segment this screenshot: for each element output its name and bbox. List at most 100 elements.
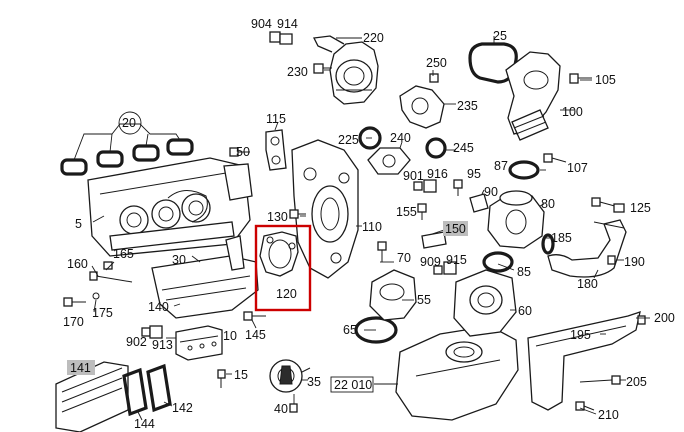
callout-250[interactable]: 250 — [426, 56, 447, 70]
part-30-tube — [225, 235, 245, 271]
part-80-air-housing — [487, 190, 545, 249]
part-110-housing — [291, 139, 359, 279]
part-95-bolt — [453, 179, 463, 196]
callout-195[interactable]: 195 — [570, 328, 591, 342]
callout-913[interactable]: 913 — [152, 338, 173, 352]
callout-185[interactable]: 185 — [551, 231, 572, 245]
callout-60[interactable]: 60 — [518, 304, 532, 318]
highlight-frame-120[interactable] — [254, 224, 312, 312]
part-142-gasket — [146, 363, 172, 413]
callout-120[interactable]: 120 — [276, 287, 297, 301]
callout-87[interactable]: 87 — [494, 159, 508, 173]
callout-70[interactable]: 70 — [397, 251, 411, 265]
part-55-throttle-body — [369, 269, 417, 321]
callout-909[interactable]: 909 — [420, 255, 441, 269]
part-165-bolt — [103, 261, 113, 270]
callout-225[interactable]: 225 — [338, 133, 359, 147]
callout-155[interactable]: 155 — [396, 205, 417, 219]
part-170-bolt — [63, 297, 86, 307]
callout-170[interactable]: 170 — [63, 315, 84, 329]
callout-100[interactable]: 100 — [562, 105, 583, 119]
part-914-connector — [269, 31, 293, 45]
part-125-sensor — [591, 197, 625, 213]
part-100-intake-elbow — [505, 51, 561, 141]
callout-230[interactable]: 230 — [287, 65, 308, 79]
callout-65[interactable]: 65 — [343, 323, 357, 337]
callout-10[interactable]: 10 — [223, 329, 237, 343]
callout-25[interactable]: 25 — [493, 29, 507, 43]
callout-915[interactable]: 915 — [446, 253, 467, 267]
callout-180[interactable]: 180 — [577, 277, 598, 291]
callout-144[interactable]: 144 — [134, 417, 155, 431]
part-144-gasket — [122, 367, 148, 417]
part-190-bolt — [607, 255, 616, 265]
callout-90[interactable]: 90 — [484, 185, 498, 199]
part-205-bolt — [579, 375, 621, 385]
callout-150[interactable]: 150 — [445, 222, 466, 236]
callout-107[interactable]: 107 — [567, 161, 588, 175]
part-115-gasket — [265, 129, 287, 171]
callout-210[interactable]: 210 — [598, 408, 619, 422]
callout-145[interactable]: 145 — [245, 328, 266, 342]
part-230-screw — [313, 63, 332, 74]
part-65-o-ring — [354, 316, 398, 344]
part-35-actuator — [269, 359, 311, 393]
part-145-bolt — [243, 311, 266, 321]
callout-22010-box — [330, 376, 374, 393]
part-160-bolt — [89, 271, 133, 283]
callout-40[interactable]: 40 — [274, 402, 288, 416]
callout-20[interactable]: 20 — [122, 116, 136, 130]
callout-904[interactable]: 904 — [251, 17, 272, 31]
callout-85[interactable]: 85 — [517, 265, 531, 279]
callout-916[interactable]: 916 — [427, 167, 448, 181]
part-220-actuator — [313, 35, 379, 105]
part-240-plate — [367, 147, 411, 175]
callout-95[interactable]: 95 — [467, 167, 481, 181]
callout-30[interactable]: 30 — [172, 253, 186, 267]
part-120-gasket — [259, 231, 299, 277]
part-235-valve — [399, 73, 445, 129]
callout-245[interactable]: 245 — [453, 141, 474, 155]
callout-141[interactable]: 141 — [70, 361, 91, 375]
callout-902[interactable]: 902 — [126, 335, 147, 349]
callout-235[interactable]: 235 — [457, 99, 478, 113]
callout-110[interactable]: 110 — [362, 220, 382, 234]
callout-142[interactable]: 142 — [172, 401, 193, 415]
part-185-o-ring — [541, 233, 555, 255]
callout-160[interactable]: 160 — [67, 257, 88, 271]
callout-914[interactable]: 914 — [277, 17, 298, 31]
callout-240[interactable]: 240 — [390, 131, 411, 145]
callout-125[interactable]: 125 — [630, 201, 651, 215]
part-5-intake-manifold — [87, 157, 253, 257]
part-200-bolt — [637, 315, 646, 325]
callout-80[interactable]: 80 — [541, 197, 555, 211]
callout-175[interactable]: 175 — [92, 306, 113, 320]
part-175-washer — [92, 292, 100, 300]
part-10-sensor — [175, 325, 223, 361]
callout-50[interactable]: 50 — [236, 145, 250, 159]
callout-55[interactable]: 55 — [417, 293, 431, 307]
callout-105[interactable]: 105 — [595, 73, 616, 87]
callout-5[interactable]: 5 — [75, 217, 82, 231]
part-225-o-ring — [358, 126, 382, 150]
callout-205[interactable]: 205 — [626, 375, 647, 389]
part-107-bolt — [543, 153, 567, 163]
callout-35[interactable]: 35 — [307, 375, 321, 389]
callout-15[interactable]: 15 — [234, 368, 248, 382]
shaded-label-150-bg — [443, 221, 468, 236]
callout-190[interactable]: 190 — [624, 255, 645, 269]
callout-220[interactable]: 220 — [363, 31, 384, 45]
part-901-916-connector — [413, 179, 489, 213]
callout-115[interactable]: 115 — [266, 112, 286, 126]
part-60-throttle — [453, 269, 517, 337]
callout-22010[interactable]: 22 010 — [334, 378, 372, 392]
callout-200[interactable]: 200 — [654, 311, 675, 325]
callout-165[interactable]: 165 — [113, 247, 134, 261]
part-105-bolt — [569, 73, 592, 84]
callout-140[interactable]: 140 — [148, 300, 169, 314]
callout-901[interactable]: 901 — [403, 169, 424, 183]
part-245-o-ring — [425, 137, 447, 159]
part-22010-engine — [395, 325, 519, 421]
callout-130[interactable]: 130 — [267, 210, 288, 224]
